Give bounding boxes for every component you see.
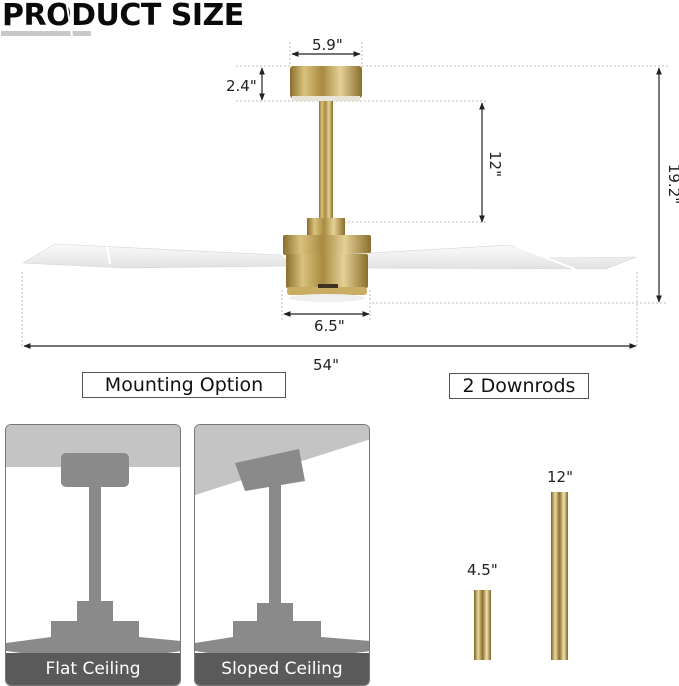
overall-height-label: 19.2" bbox=[665, 163, 679, 205]
downrod-long-label: 12" bbox=[547, 468, 573, 486]
page-title: PRODUCT SIZE bbox=[2, 0, 244, 33]
sloped-ceiling-card: Sloped Ceiling bbox=[194, 424, 370, 686]
title-underline bbox=[1, 31, 91, 36]
sloped-ceiling-label: Sloped Ceiling bbox=[195, 653, 369, 685]
flat-ceiling-label: Flat Ceiling bbox=[6, 653, 180, 685]
downrod-4-5 bbox=[474, 590, 491, 660]
downrod-length-label: 12" bbox=[486, 151, 504, 177]
downrods-heading: 2 Downrods bbox=[449, 373, 589, 399]
canopy bbox=[290, 66, 362, 101]
canopy-width-label: 5.9" bbox=[312, 36, 343, 54]
fan-dimension-diagram bbox=[21, 42, 668, 349]
downrod-12 bbox=[551, 492, 568, 660]
canopy-height-label: 2.4" bbox=[226, 77, 257, 95]
downrods-illustration bbox=[474, 492, 568, 660]
flat-ceiling-illustration bbox=[6, 425, 180, 657]
flat-ceiling-card: Flat Ceiling bbox=[5, 424, 181, 686]
downrod-short-label: 4.5" bbox=[467, 561, 498, 579]
mounting-option-heading: Mounting Option bbox=[82, 372, 286, 398]
motor-width-label: 6.5" bbox=[314, 317, 345, 335]
blade-span-label: 54" bbox=[313, 356, 339, 374]
sloped-ceiling-illustration bbox=[195, 425, 369, 657]
